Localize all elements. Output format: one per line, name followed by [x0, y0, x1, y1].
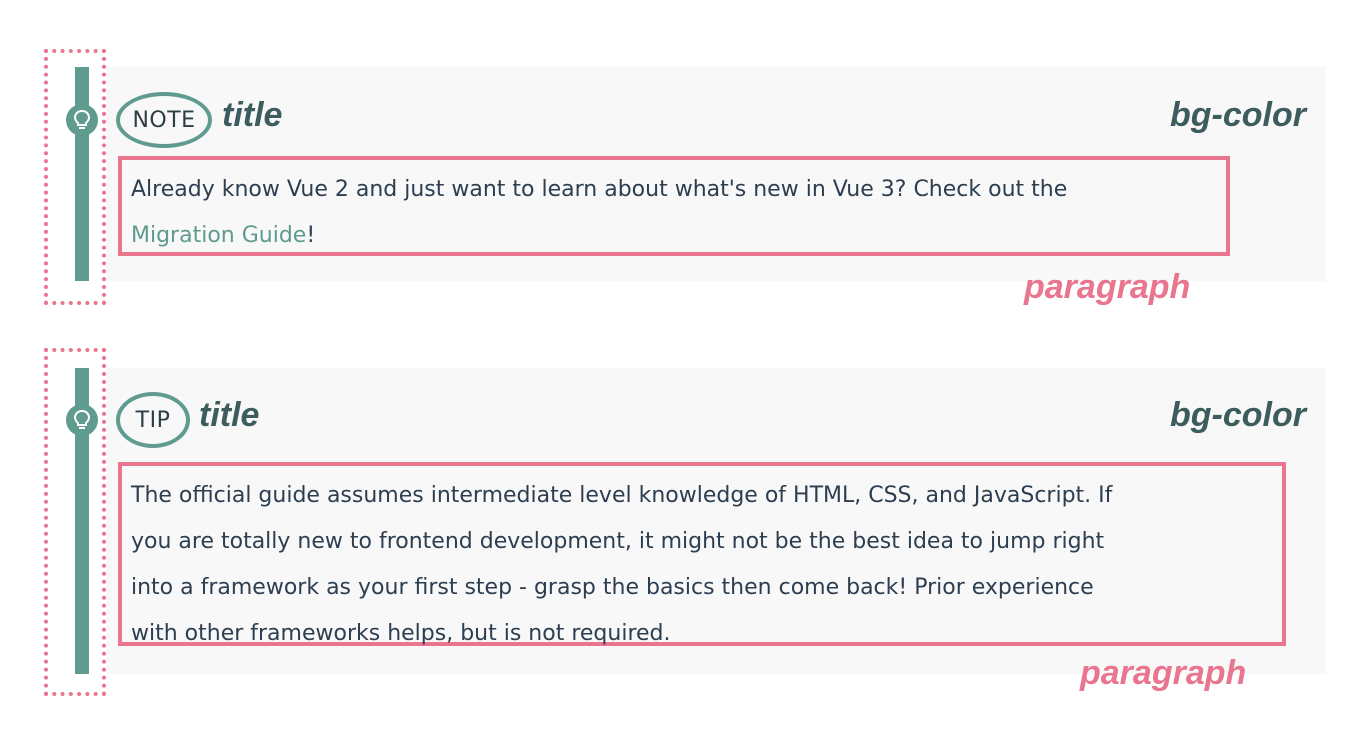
note-badge: NOTE — [116, 92, 212, 148]
paragraph-annotation: paragraph — [1024, 268, 1191, 306]
bg-color-annotation: bg-color — [1170, 396, 1306, 434]
tip-paragraph-line: you are totally new to frontend developm… — [131, 529, 1105, 554]
note-block: NOTE title bg-color Already know Vue 2 a… — [0, 0, 1362, 320]
migration-guide-link[interactable]: Migration Guide — [131, 223, 307, 248]
note-paragraph-line: Already know Vue 2 and just want to lear… — [131, 177, 1068, 202]
title-annotation: title — [199, 396, 260, 434]
note-background — [106, 67, 1326, 281]
tip-background — [106, 368, 1326, 674]
lightbulb-icon — [66, 404, 98, 436]
tip-sidebar-outline — [44, 348, 106, 696]
note-paragraph-suffix: ! — [306, 223, 316, 248]
note-paragraph: Already know Vue 2 and just want to lear… — [118, 156, 1230, 256]
tip-paragraph-line: The official guide assumes intermediate … — [131, 483, 1113, 508]
tip-sidebar-bar — [75, 368, 89, 674]
tip-paragraph: The official guide assumes intermediate … — [118, 462, 1286, 646]
tip-paragraph-line: with other frameworks helps, but is not … — [131, 621, 671, 646]
tip-badge: TIP — [116, 392, 190, 448]
paragraph-annotation: paragraph — [1080, 654, 1247, 692]
tip-paragraph-line: into a framework as your first step - gr… — [131, 575, 1094, 600]
note-paragraph-line: Migration Guide! — [131, 213, 1218, 259]
tip-badge-label: TIP — [135, 407, 171, 433]
title-annotation: title — [222, 96, 283, 134]
note-badge-label: NOTE — [132, 107, 196, 133]
note-sidebar-outline — [44, 49, 106, 305]
bg-color-annotation: bg-color — [1170, 96, 1306, 134]
lightbulb-icon — [66, 104, 98, 136]
